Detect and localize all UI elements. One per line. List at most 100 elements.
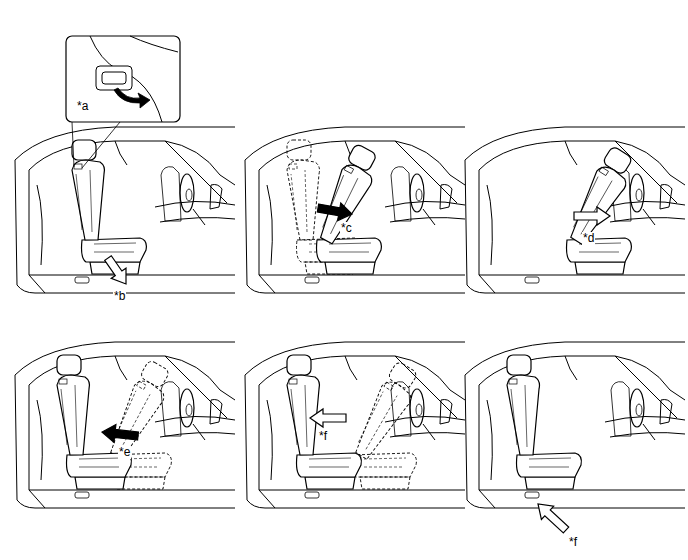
- front-seat: [57, 355, 131, 489]
- car-body-line: [565, 141, 577, 165]
- car-body-line: [15, 375, 235, 508]
- seatback: [287, 160, 320, 240]
- walk-in-lever: [74, 164, 82, 169]
- car-interior-panel: [465, 342, 685, 508]
- car-body-line: [423, 209, 435, 225]
- walk-in-lever: [384, 382, 393, 390]
- car-body-line: [29, 170, 235, 275]
- passenger-seat: [611, 382, 631, 436]
- seat-switch: [525, 492, 539, 498]
- car-body-line: [37, 185, 42, 265]
- seat-back-group: [57, 355, 90, 455]
- car-body-line: [615, 356, 677, 418]
- motion-arrow: [101, 253, 134, 289]
- headrest: [287, 140, 311, 160]
- front-seat: [287, 355, 361, 489]
- passenger-seat: [161, 167, 181, 221]
- car-body-line: [395, 356, 457, 418]
- callout-letter: *d: [582, 232, 595, 245]
- seat-cushion: [567, 238, 632, 262]
- passenger-seat: [391, 167, 411, 221]
- pull-arrow: [114, 88, 150, 108]
- seat-switch: [305, 492, 319, 498]
- seat-cushion: [82, 238, 147, 262]
- seatback: [309, 161, 375, 247]
- seat-back-group: [345, 361, 426, 463]
- motion-arrow: [310, 409, 346, 427]
- car-body-line: [155, 201, 235, 207]
- seatback-stitch: [76, 170, 92, 232]
- front-seat: [309, 143, 385, 274]
- steering-wheel: [630, 389, 644, 427]
- car-body-line: [245, 160, 465, 293]
- car-body-line: [565, 356, 577, 380]
- car-body-line: [259, 490, 275, 508]
- seat-base: [325, 262, 375, 274]
- steering-wheel: [180, 174, 194, 212]
- car-body-line: [210, 400, 222, 425]
- seat-stitch: [529, 458, 571, 467]
- callout-letter: *e: [118, 446, 131, 459]
- seatback-stitch: [291, 385, 307, 447]
- passenger-seat: [391, 382, 411, 436]
- car-body-line: [487, 185, 492, 265]
- car-body-line: [193, 424, 205, 440]
- headrest: [57, 355, 81, 375]
- steering-hub: [416, 189, 422, 201]
- seatback-stitch: [567, 173, 613, 234]
- car-body-line: [479, 490, 495, 508]
- car-body-line: [15, 342, 235, 375]
- lever-recess: [96, 66, 132, 90]
- headrest-detail: [130, 36, 178, 52]
- car-body-line: [15, 127, 235, 160]
- car-body-line: [210, 185, 222, 210]
- car-body-line: [245, 375, 465, 508]
- car-body-line: [29, 141, 235, 185]
- seat-back-group: [287, 140, 320, 240]
- car-body-line: [37, 400, 42, 480]
- car-body-line: [29, 490, 45, 508]
- seat-back-group: [560, 146, 641, 248]
- car-body-line: [465, 160, 685, 293]
- car-body-line: [465, 375, 685, 508]
- motion-arrow: [101, 423, 139, 445]
- car-body-line: [385, 416, 465, 422]
- seat-stitch: [329, 243, 371, 252]
- steering-hub: [186, 189, 192, 201]
- headrest: [507, 355, 531, 375]
- car-body-line: [345, 356, 357, 380]
- seatback-stitch: [352, 388, 398, 449]
- seat-stitch: [309, 458, 351, 467]
- seat-base: [575, 262, 625, 274]
- car-body-line: [165, 356, 227, 418]
- steering-hub: [186, 404, 192, 416]
- car-body-line: [15, 160, 235, 293]
- seat-cushion: [517, 453, 582, 477]
- inset-frame: [66, 36, 180, 122]
- car-body-line: [193, 209, 205, 225]
- car-body-line: [479, 141, 685, 185]
- car-interior-panel: [15, 342, 235, 508]
- seat-switch: [75, 277, 89, 283]
- callout-letter: *b: [113, 290, 126, 303]
- walk-in-lever: [59, 379, 67, 384]
- seatback-stitch: [316, 172, 359, 234]
- callout-letter: *f: [318, 430, 328, 443]
- passenger-seat: [161, 382, 181, 436]
- headrest: [72, 140, 96, 160]
- car-interior-panel: [245, 342, 465, 508]
- seat-back-group: [72, 140, 105, 240]
- car-body-line: [259, 275, 275, 293]
- seat-cushion: [297, 453, 362, 477]
- car-body-line: [115, 356, 127, 380]
- motion-arrow: [532, 497, 572, 536]
- seat-back-group: [99, 359, 177, 462]
- car-body-line: [423, 424, 435, 440]
- headrest: [387, 361, 418, 391]
- seat-stitch: [79, 458, 121, 467]
- car-body-line: [487, 400, 492, 480]
- steering-wheel: [410, 174, 424, 212]
